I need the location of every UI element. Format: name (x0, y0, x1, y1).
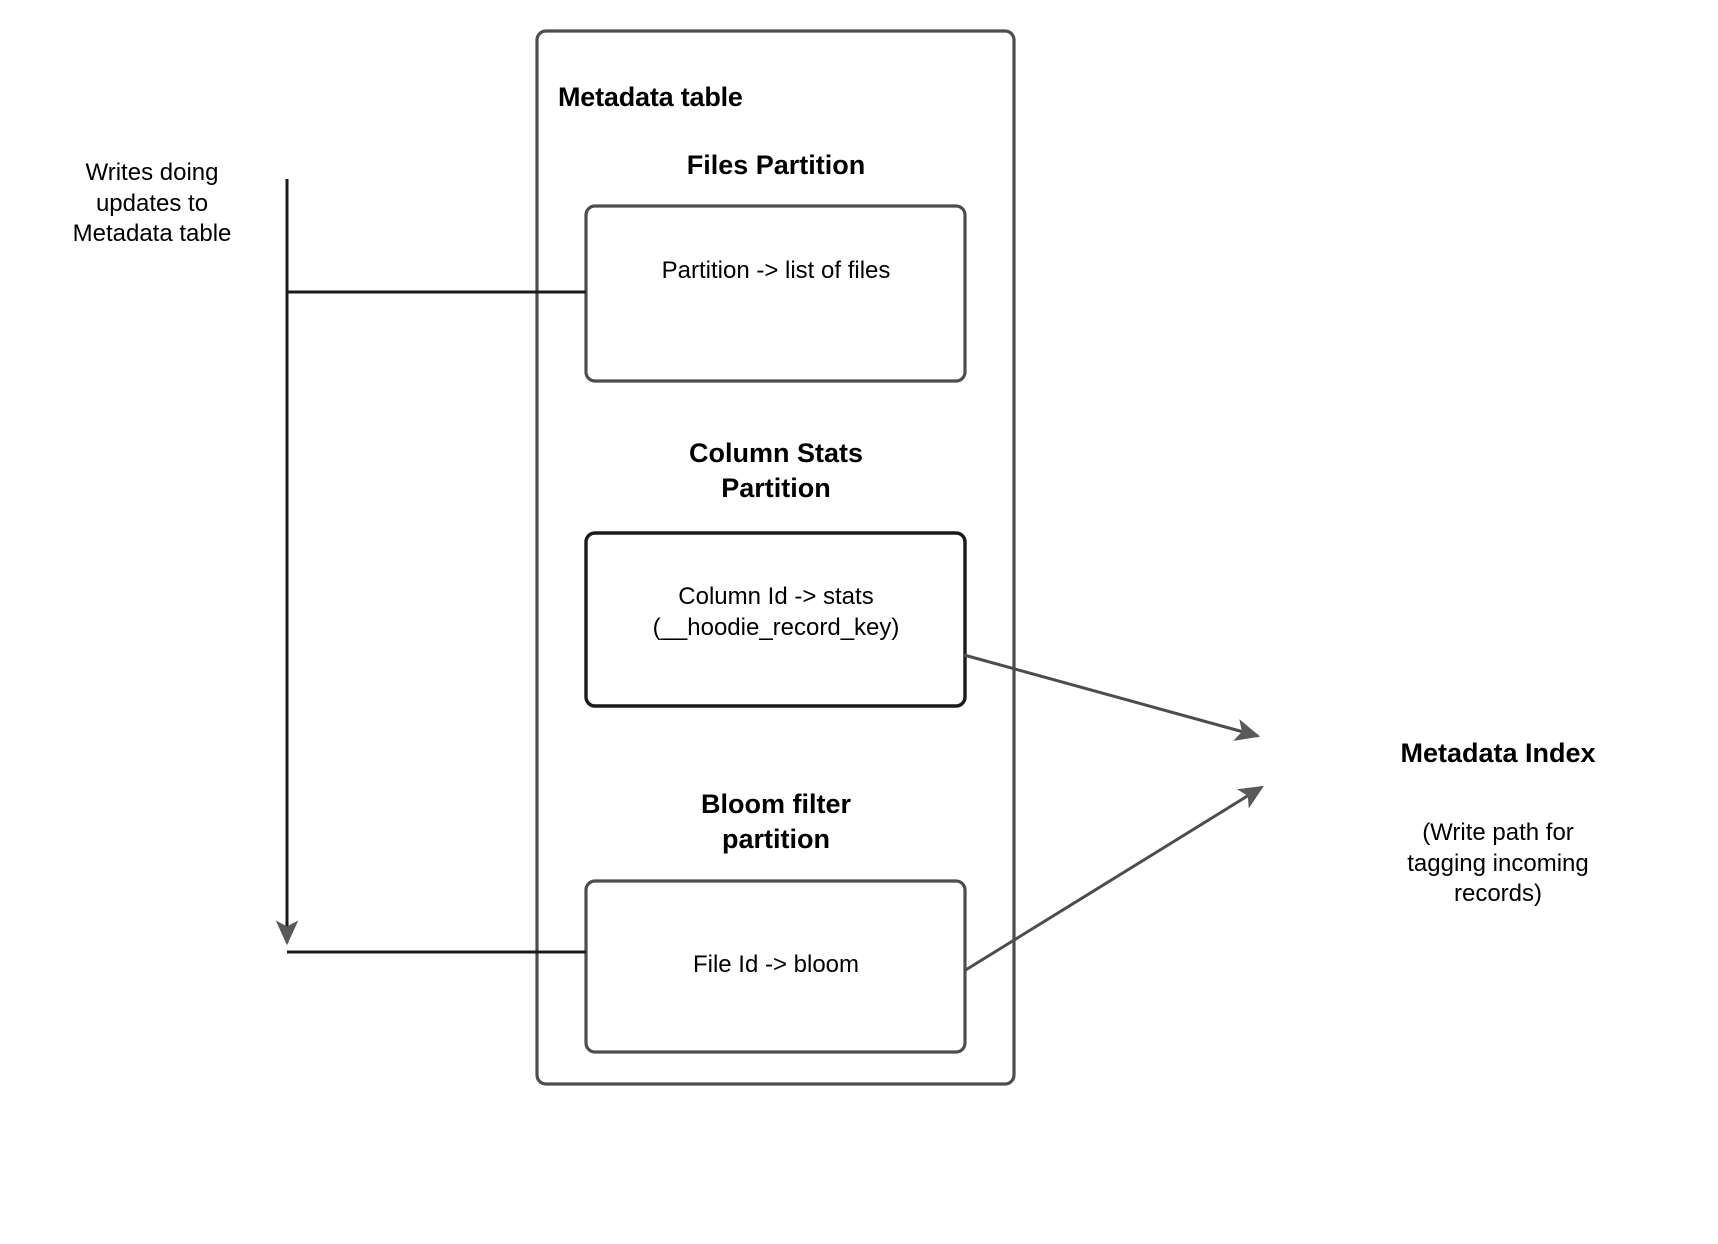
files-partition-heading: Files Partition (686, 150, 866, 180)
metadata-table-container (535, 29, 1016, 1086)
column-stats-to-index-arrow (963, 653, 1261, 741)
bloom-filter-partition-heading: Bloom filter partition (700, 789, 851, 854)
metadata-index-title: Metadata Index (1400, 738, 1596, 768)
bloom-filter-partition-box-label: File Id -> bloom (692, 951, 860, 978)
files-partition-box-label: Partition -> list of files (661, 257, 891, 284)
metadata-table-title: Metadata table (558, 82, 743, 112)
writes-updates-note: Writes doing updates to Metadata table (72, 159, 232, 248)
bloom-filter-to-index-arrow (963, 785, 1264, 973)
metadata-index-caption: (Write path for tagging incoming records… (1407, 819, 1589, 908)
column-stats-partition-box-label: Column Id -> stats (__hoodie_record_key) (652, 583, 900, 641)
files-partition-box (584, 204, 967, 383)
column-stats-partition-heading: Column Stats Partition (688, 438, 863, 503)
